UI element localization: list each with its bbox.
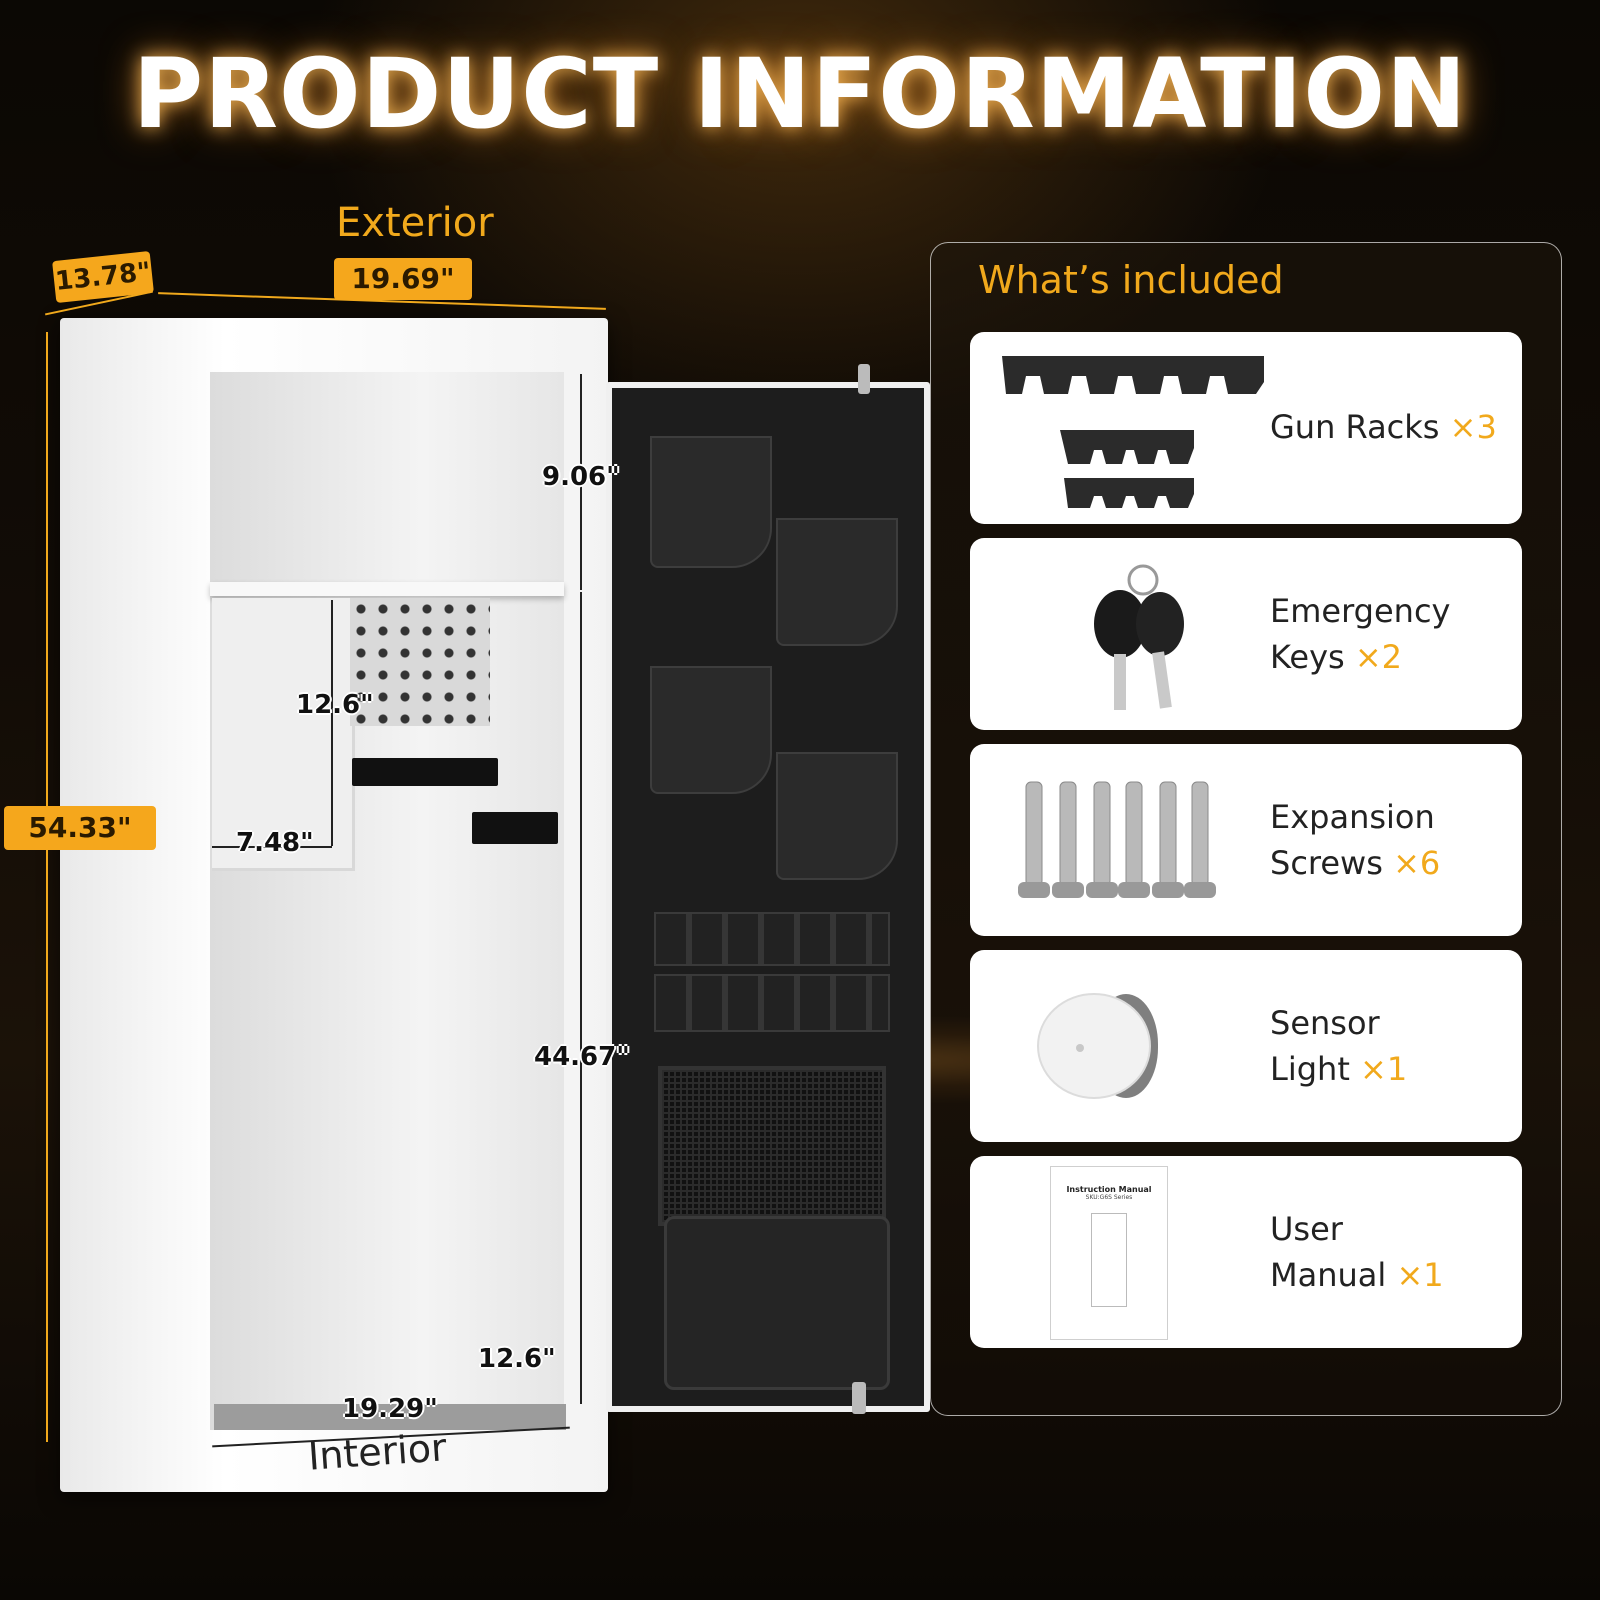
door-pocket (776, 518, 898, 646)
page-title: PRODUCT INFORMATION (132, 38, 1468, 150)
interior-rack-icon (472, 812, 558, 844)
height-tag: 54.33" (4, 806, 156, 850)
expansion-screws-label: Expansion Screws ×6 (1270, 794, 1440, 886)
height-dimension-line (46, 332, 48, 1442)
included-item-emergency-keys: Emergency Keys ×2 (970, 538, 1522, 730)
item-name-line2: Screws (1270, 844, 1383, 882)
emergency-keys-label: Emergency Keys ×2 (1270, 588, 1450, 680)
item-qty: ×3 (1449, 408, 1497, 446)
included-item-sensor-light: Sensor Light ×1 (970, 950, 1522, 1142)
manual-icon: Instruction Manual SKU:G6S Series (1050, 1166, 1168, 1340)
item-qty: ×1 (1396, 1256, 1444, 1294)
manual-cover-title: Instruction Manual (1066, 1185, 1152, 1194)
door-pocket (650, 666, 772, 794)
pegboard (350, 598, 490, 726)
item-qty: ×2 (1354, 638, 1403, 676)
safe-interior (210, 372, 564, 1430)
side-box-width-line (212, 846, 332, 848)
included-item-gun-racks: Gun Racks ×3 (970, 332, 1522, 524)
item-name-line2: Keys (1270, 638, 1345, 676)
door-hinge-pin (852, 1382, 866, 1414)
side-box-width-dimension: 7.48" (236, 828, 314, 858)
door-pistol-slots (654, 974, 890, 1032)
item-qty: ×1 (1360, 1050, 1408, 1088)
interior-width-dimension: 19.29" (342, 1394, 438, 1424)
door-mesh-pocket (658, 1066, 886, 1226)
door-pocket (650, 436, 772, 568)
item-name-line1: Sensor (1270, 1004, 1380, 1042)
item-qty: ×6 (1393, 844, 1441, 882)
safe-carpet (214, 1404, 566, 1430)
door-large-pouch (664, 1216, 890, 1390)
sensor-light-label: Sensor Light ×1 (1270, 1000, 1407, 1092)
gun-rack-icon (1002, 356, 1264, 508)
included-item-expansion-screws: Expansion Screws ×6 (970, 744, 1522, 936)
top-compartment-dimension: 9.06" (542, 462, 620, 492)
user-manual-label: User Manual ×1 (1270, 1206, 1444, 1298)
door-pistol-slots (654, 912, 890, 966)
door-hinge-pin (858, 364, 870, 394)
door-pocket (776, 752, 898, 880)
item-name-line2: Manual (1270, 1256, 1387, 1294)
door-height-line (580, 592, 582, 1404)
item-name-line1: Emergency (1270, 592, 1451, 630)
safe-shelf (210, 582, 564, 596)
item-name-line2: Light (1270, 1050, 1350, 1088)
included-item-user-manual: Instruction Manual SKU:G6S Series User M… (970, 1156, 1522, 1348)
screws-icon (1018, 781, 1216, 898)
door-height-dimension: 44.67" (534, 1042, 630, 1072)
keys-icon (1094, 564, 1184, 710)
exterior-label: Exterior (336, 200, 494, 246)
width-tag: 19.69" (334, 258, 472, 300)
item-name-line1: Expansion (1270, 798, 1435, 836)
interior-rack-icon (352, 758, 498, 786)
item-name-line1: User (1270, 1210, 1343, 1248)
interior-depth-dimension: 12.6" (478, 1344, 556, 1374)
manual-cover-sku: SKU:G6S Series (1085, 1194, 1133, 1201)
included-title: What’s included (978, 258, 1284, 302)
sensor-light-icon (1037, 993, 1158, 1099)
manual-safe-drawing (1091, 1213, 1127, 1307)
gun-racks-label: Gun Racks ×3 (1270, 404, 1497, 450)
side-box-height-line (331, 600, 333, 846)
top-compartment-line (580, 374, 582, 590)
side-box-height-dimension: 12.6" (296, 690, 374, 720)
item-name: Gun Racks (1270, 408, 1440, 446)
